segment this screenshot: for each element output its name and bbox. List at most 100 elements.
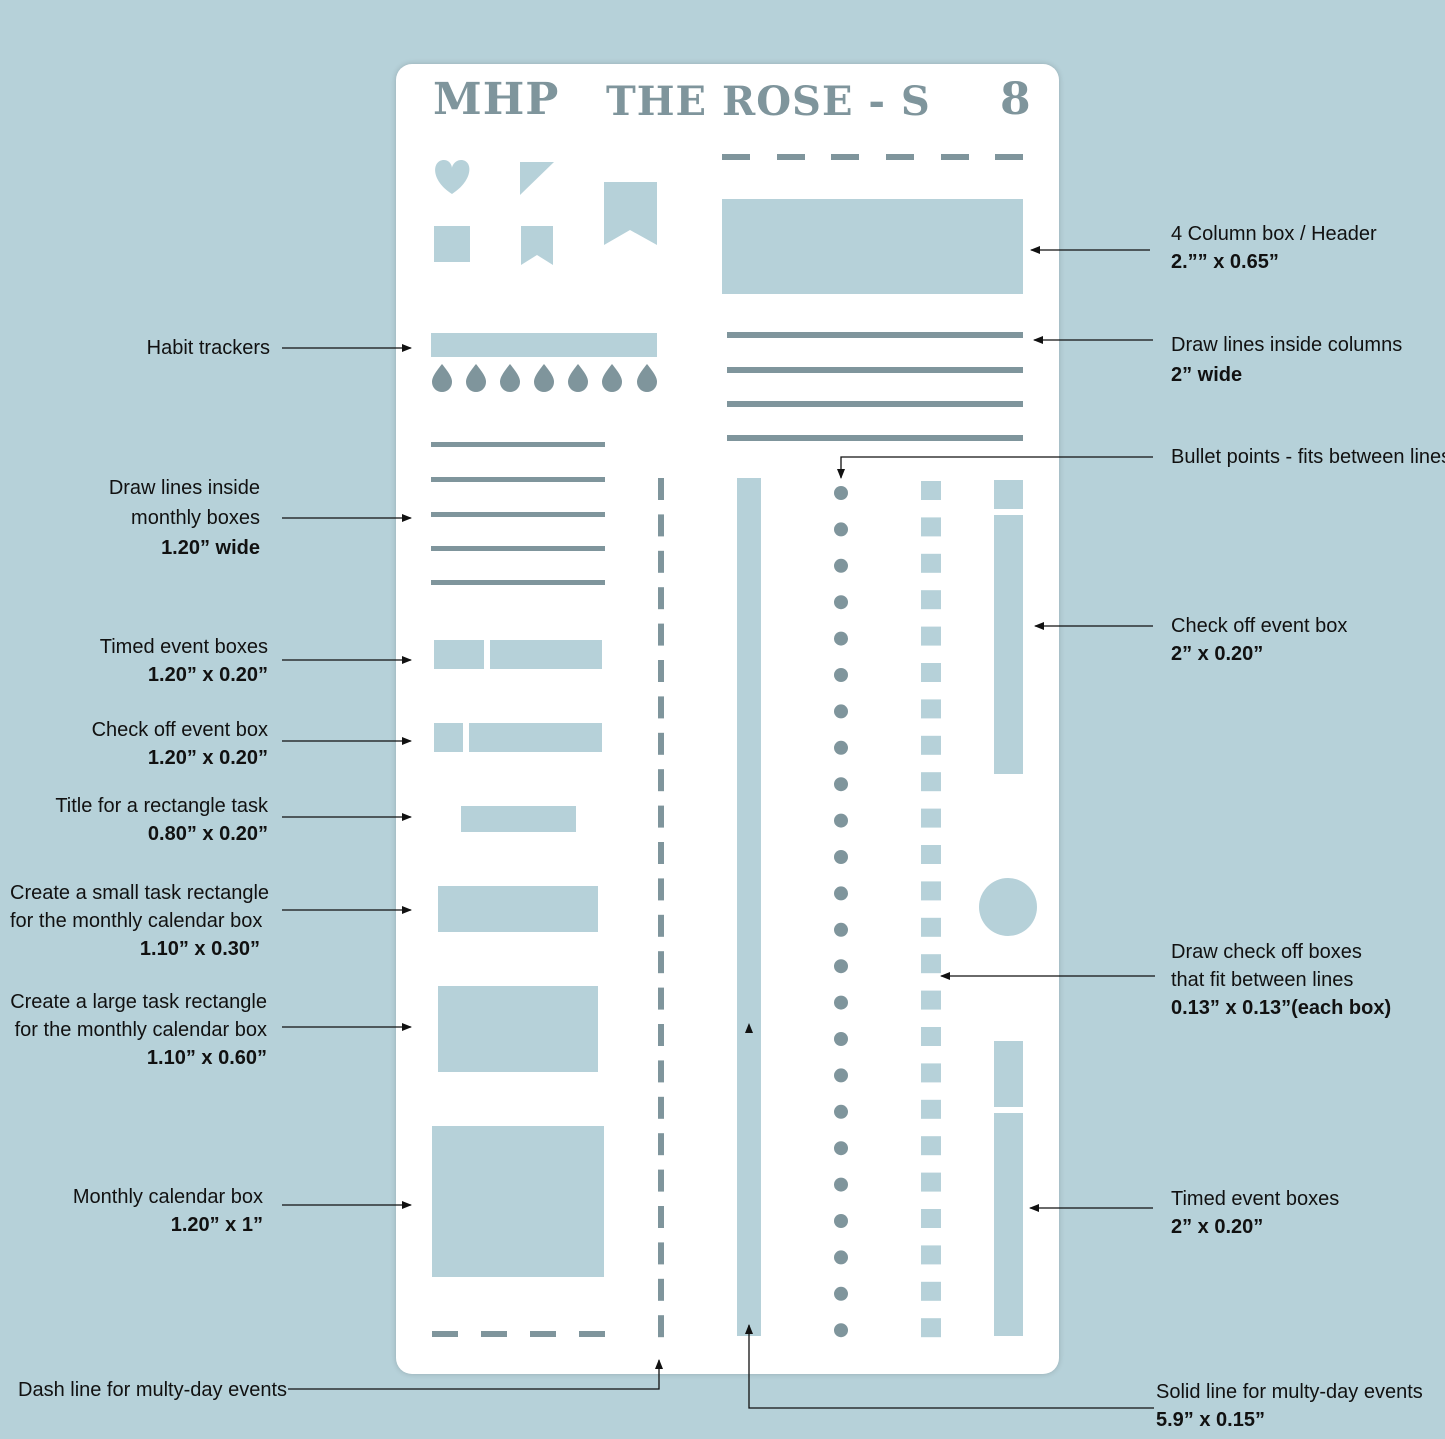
square-icon bbox=[434, 226, 470, 262]
checkbox-square bbox=[921, 626, 941, 646]
bullet-dot bbox=[834, 1250, 848, 1265]
bullet-dot bbox=[834, 558, 848, 573]
bullet-dot bbox=[834, 1032, 848, 1046]
checkbox-square bbox=[921, 1136, 941, 1156]
checkbox-square bbox=[921, 481, 941, 500]
checkbox-square bbox=[921, 845, 941, 864]
corner-triangle-icon bbox=[520, 162, 554, 195]
checkbox-column bbox=[921, 481, 941, 1338]
label-four-column: 4 Column box / Header 2.”” x 0.65” bbox=[1171, 223, 1377, 273]
dash-segment bbox=[658, 1024, 664, 1046]
bullet-dot bbox=[834, 1068, 848, 1083]
column-lines bbox=[727, 332, 1023, 441]
large-task-rectangle bbox=[438, 986, 598, 1072]
label-small-task: Create a small task rectangle for the mo… bbox=[10, 882, 270, 960]
bullet-points bbox=[834, 486, 848, 1338]
circle-cutout bbox=[979, 878, 1037, 936]
bullet-dot bbox=[834, 668, 848, 682]
checkbox-square bbox=[921, 1318, 941, 1338]
dash-segment bbox=[658, 587, 664, 610]
checkbox-square bbox=[921, 553, 941, 573]
checkbox-square bbox=[921, 1063, 941, 1083]
timed-event-box-right-top bbox=[994, 1041, 1023, 1107]
timed-event-box-left-a bbox=[434, 640, 484, 669]
bullet-dot bbox=[834, 813, 848, 828]
dash-segment bbox=[658, 1242, 664, 1265]
dash-segment bbox=[658, 1133, 664, 1156]
checkbox-square bbox=[921, 954, 941, 974]
arrow-bullets bbox=[837, 456, 1153, 479]
bullet-dot bbox=[834, 1214, 848, 1228]
label-dash-line: Dash line for multy-day events bbox=[18, 1379, 288, 1401]
dash-segment bbox=[658, 660, 664, 682]
dash-segment bbox=[658, 769, 664, 792]
dash-segment bbox=[658, 914, 664, 937]
title-rectangle bbox=[461, 806, 576, 832]
dash-segment bbox=[658, 842, 664, 864]
checkbox-square bbox=[921, 699, 941, 719]
dash-segment bbox=[658, 623, 664, 646]
label-title-rect: Title for a rectangle task 0.80” x 0.20” bbox=[55, 795, 268, 845]
arrow-solid-line bbox=[745, 1023, 753, 1033]
dash-segment bbox=[658, 1169, 664, 1192]
dash-segment bbox=[658, 1278, 664, 1301]
dash-segment bbox=[658, 951, 664, 974]
label-checkoff-left: Check off event box 1.20” x 0.20” bbox=[91, 719, 268, 769]
label-large-task: Create a large task rectangle for the mo… bbox=[10, 991, 267, 1069]
checkbox-square bbox=[921, 808, 941, 828]
label-timed-right: Timed event boxes 2” x 0.20” bbox=[1171, 1188, 1340, 1238]
checkoff-box-right-long bbox=[994, 515, 1023, 774]
label-monthly-lines: Draw lines inside monthly boxes 1.20” wi… bbox=[108, 477, 260, 559]
label-checkoff-right: Check off event box 2” x 0.20” bbox=[1171, 615, 1348, 665]
solid-multiday-line bbox=[737, 478, 761, 1336]
dash-segment bbox=[658, 1206, 664, 1228]
vertical-dash-line bbox=[658, 478, 664, 1338]
checkbox-square bbox=[921, 1209, 941, 1228]
label-solid-line: Solid line for multy-day events 5.9” x 0… bbox=[1156, 1381, 1423, 1431]
checkoff-box-left-b bbox=[469, 723, 602, 752]
label-timed-left: Timed event boxes 1.20” x 0.20” bbox=[99, 636, 268, 686]
stencil-title: THE ROSE - S bbox=[606, 78, 931, 125]
bullet-dot bbox=[834, 995, 848, 1010]
checkbox-square bbox=[921, 1172, 941, 1192]
timed-event-box-right-long bbox=[994, 1113, 1023, 1336]
dash-segment bbox=[658, 478, 664, 500]
bullet-dot bbox=[834, 1323, 848, 1338]
dash-segment bbox=[658, 514, 664, 537]
checkbox-square bbox=[921, 772, 941, 792]
stencil-number: 8 bbox=[1000, 74, 1032, 125]
bullet-dot bbox=[834, 740, 848, 755]
dash-segment bbox=[658, 805, 664, 828]
bullet-dot bbox=[834, 1177, 848, 1192]
bullet-dot bbox=[834, 1286, 848, 1301]
label-monthly-box: Monthly calendar box 1.20” x 1” bbox=[72, 1186, 263, 1236]
label-column-lines: Draw lines inside columns 2” wide bbox=[1171, 334, 1403, 386]
checkbox-square bbox=[921, 1281, 941, 1301]
stencil-brand: MHP bbox=[433, 74, 560, 125]
label-checkboxes: Draw check off boxes that fit between li… bbox=[1171, 941, 1392, 1019]
bottom-dash-line bbox=[432, 1331, 605, 1337]
bullet-dot bbox=[834, 486, 848, 500]
bullet-dot bbox=[834, 1141, 848, 1156]
bullet-dot bbox=[834, 959, 848, 974]
big-flag-icon bbox=[604, 182, 657, 245]
small-task-rectangle bbox=[438, 886, 598, 932]
checkbox-square bbox=[921, 1099, 941, 1119]
bullet-dot bbox=[834, 850, 848, 864]
habit-tracker-bar bbox=[431, 333, 657, 357]
checkbox-square bbox=[921, 917, 941, 937]
small-flag-icon bbox=[521, 226, 553, 265]
checkbox-square bbox=[921, 517, 941, 537]
dash-segment bbox=[658, 696, 664, 719]
bullet-dot bbox=[834, 922, 848, 937]
label-habit-trackers: Habit trackers bbox=[146, 337, 270, 359]
dash-segment bbox=[658, 1060, 664, 1083]
label-bullets: Bullet points - fits between lines bbox=[1171, 446, 1445, 468]
bullet-dot bbox=[834, 777, 848, 792]
checkbox-square bbox=[921, 590, 941, 610]
dash-segment bbox=[658, 878, 664, 901]
checkbox-square bbox=[921, 990, 941, 1010]
checkbox-square bbox=[921, 1027, 941, 1046]
